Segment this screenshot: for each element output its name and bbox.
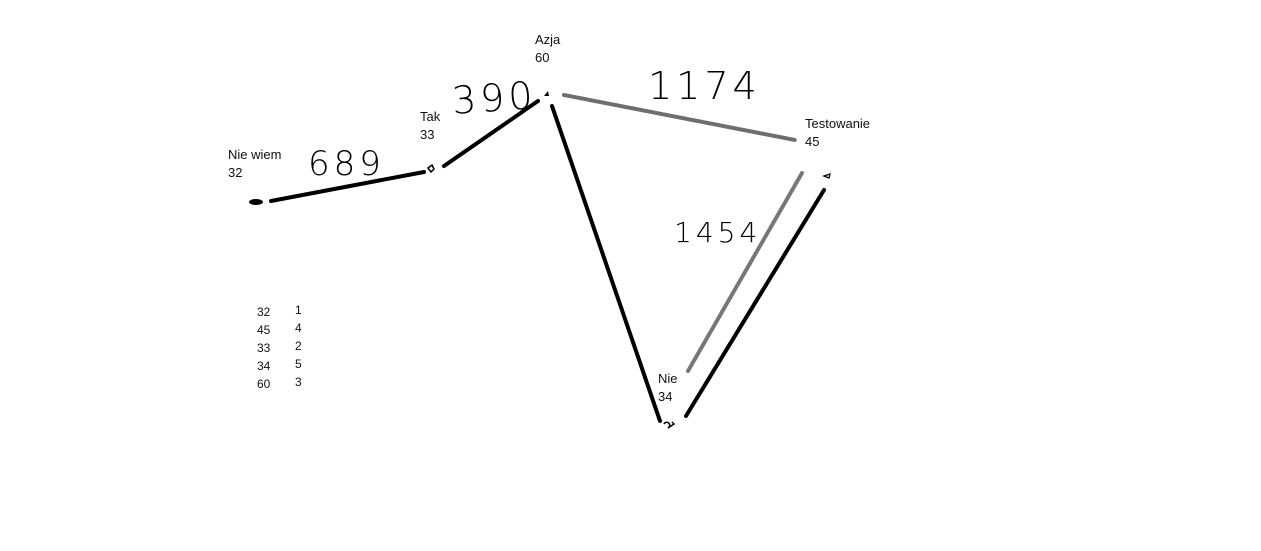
edge-nie-wiem-tak (269, 170, 426, 203)
value-list: 32 1 45 4 33 2 34 5 60 3 (257, 303, 302, 393)
list-rank: 1 (295, 303, 302, 317)
edge-tak-azja (442, 99, 540, 168)
node-mark-tak (426, 163, 435, 174)
node-label-testowanie: Testowanie 45 (805, 115, 870, 151)
edge-testowanie-nie (684, 188, 826, 418)
list-item: 45 4 (257, 321, 302, 339)
list-item: 34 5 (257, 357, 302, 375)
node-name: Tak (420, 109, 441, 124)
list-rank: 5 (295, 357, 302, 371)
node-value: 32 (228, 165, 243, 180)
list-rank: 3 (295, 375, 302, 389)
edge-weight-testowanie-nie: 1454 (674, 216, 762, 249)
list-rank: 4 (295, 321, 302, 335)
node-name: Testowanie (805, 116, 871, 131)
list-item: 33 2 (257, 339, 302, 357)
list-rank: 2 (295, 339, 302, 353)
node-mark-nie-wiem (249, 199, 263, 205)
list-value: 34 (257, 359, 271, 373)
edge-testowanie-nie-gray (686, 171, 804, 373)
node-value: 33 (420, 127, 435, 142)
node-mark-azja (544, 91, 549, 96)
node-label-nie-wiem: Nie wiem 32 (228, 146, 281, 182)
node-label-nie: Nie 34 (658, 370, 678, 406)
list-item: 32 1 (257, 303, 302, 321)
node-mark-testowanie (822, 173, 831, 179)
list-value: 60 (257, 377, 271, 391)
edge-weight-tak-azja: 390 (450, 73, 538, 123)
node-name: Azja (535, 32, 561, 47)
node-mark-nie (663, 421, 676, 429)
node-label-azja: Azja 60 (535, 31, 560, 67)
edge-weight-azja-testowanie: 1174 (648, 64, 761, 108)
edge-weight-nie-wiem-tak: 689 (308, 144, 385, 184)
node-label-tak: Tak 33 (420, 108, 440, 144)
node-value: 45 (805, 134, 820, 149)
node-value: 34 (658, 389, 673, 404)
node-value: 60 (535, 50, 550, 65)
list-value: 45 (257, 323, 271, 337)
edge-azja-testowanie (562, 93, 797, 142)
node-name: Nie (658, 371, 678, 386)
node-name: Nie wiem (228, 147, 282, 162)
edge-azja-nie (550, 104, 662, 423)
list-value: 32 (257, 305, 271, 319)
list-value: 33 (257, 341, 271, 355)
list-item: 60 3 (257, 375, 302, 393)
